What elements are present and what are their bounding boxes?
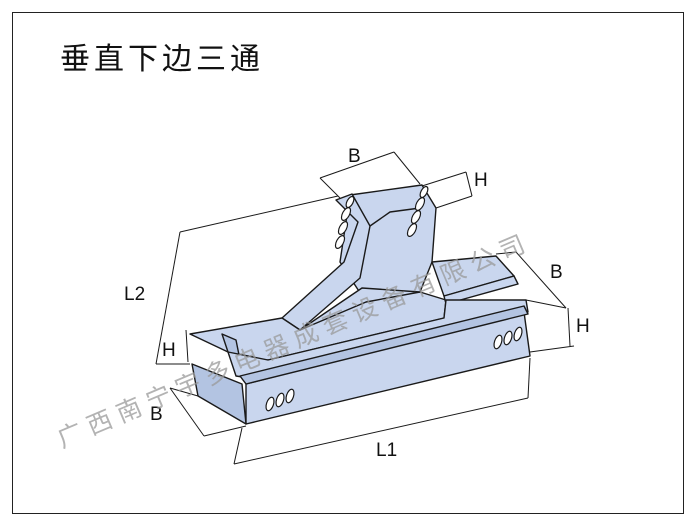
slot	[410, 210, 422, 224]
dim-h-left-line	[185, 329, 189, 363]
dim-l2-line	[155, 231, 181, 365]
ext-line	[393, 151, 421, 185]
ext-line	[529, 345, 575, 353]
dim-label-h-top: H	[474, 170, 488, 191]
left-lower-wall	[191, 363, 247, 425]
ext-line	[465, 171, 473, 197]
slot	[503, 330, 513, 346]
ext-line	[495, 251, 517, 255]
inner-edge-b	[369, 207, 421, 227]
dim-label-h-right: H	[576, 316, 590, 337]
slot-group	[265, 185, 523, 412]
ext-line	[319, 177, 341, 199]
slot	[419, 185, 429, 199]
dim-b-right-line	[515, 251, 567, 309]
ext-line	[527, 357, 531, 399]
slot	[493, 334, 503, 350]
dim-label-l1: L1	[376, 440, 397, 461]
dim-h-right-line	[567, 307, 571, 347]
tray-body	[189, 184, 531, 425]
dim-label-b-right: B	[550, 262, 563, 283]
slot	[275, 392, 285, 408]
frame-border	[12, 12, 684, 514]
slot	[337, 221, 349, 235]
slot	[265, 396, 275, 412]
dim-l1-line	[233, 397, 529, 465]
dim-label-b-top: B	[348, 146, 361, 167]
slot	[406, 223, 418, 237]
slot	[345, 195, 355, 209]
ext-line	[169, 387, 199, 397]
slot	[334, 235, 346, 249]
ext-line	[179, 195, 339, 233]
dim-b-left-line	[169, 387, 205, 437]
slot	[513, 326, 523, 342]
ext-line	[525, 299, 567, 309]
dim-label-b-left: B	[150, 404, 163, 425]
dim-b-top-line	[319, 151, 395, 179]
page-title: 垂直下边三通	[60, 42, 264, 77]
front-lip	[239, 305, 529, 385]
dim-label-h-left: H	[162, 340, 176, 361]
dim-h-top-line	[435, 195, 473, 209]
dimension-lines	[155, 151, 575, 465]
ext-line	[203, 425, 247, 437]
ext-line	[233, 427, 243, 465]
slot	[285, 388, 295, 404]
slot	[414, 197, 426, 211]
inner-edge-a	[299, 291, 421, 331]
ext-line	[421, 171, 467, 187]
slot	[340, 207, 352, 221]
dim-label-l2: L2	[124, 284, 145, 305]
